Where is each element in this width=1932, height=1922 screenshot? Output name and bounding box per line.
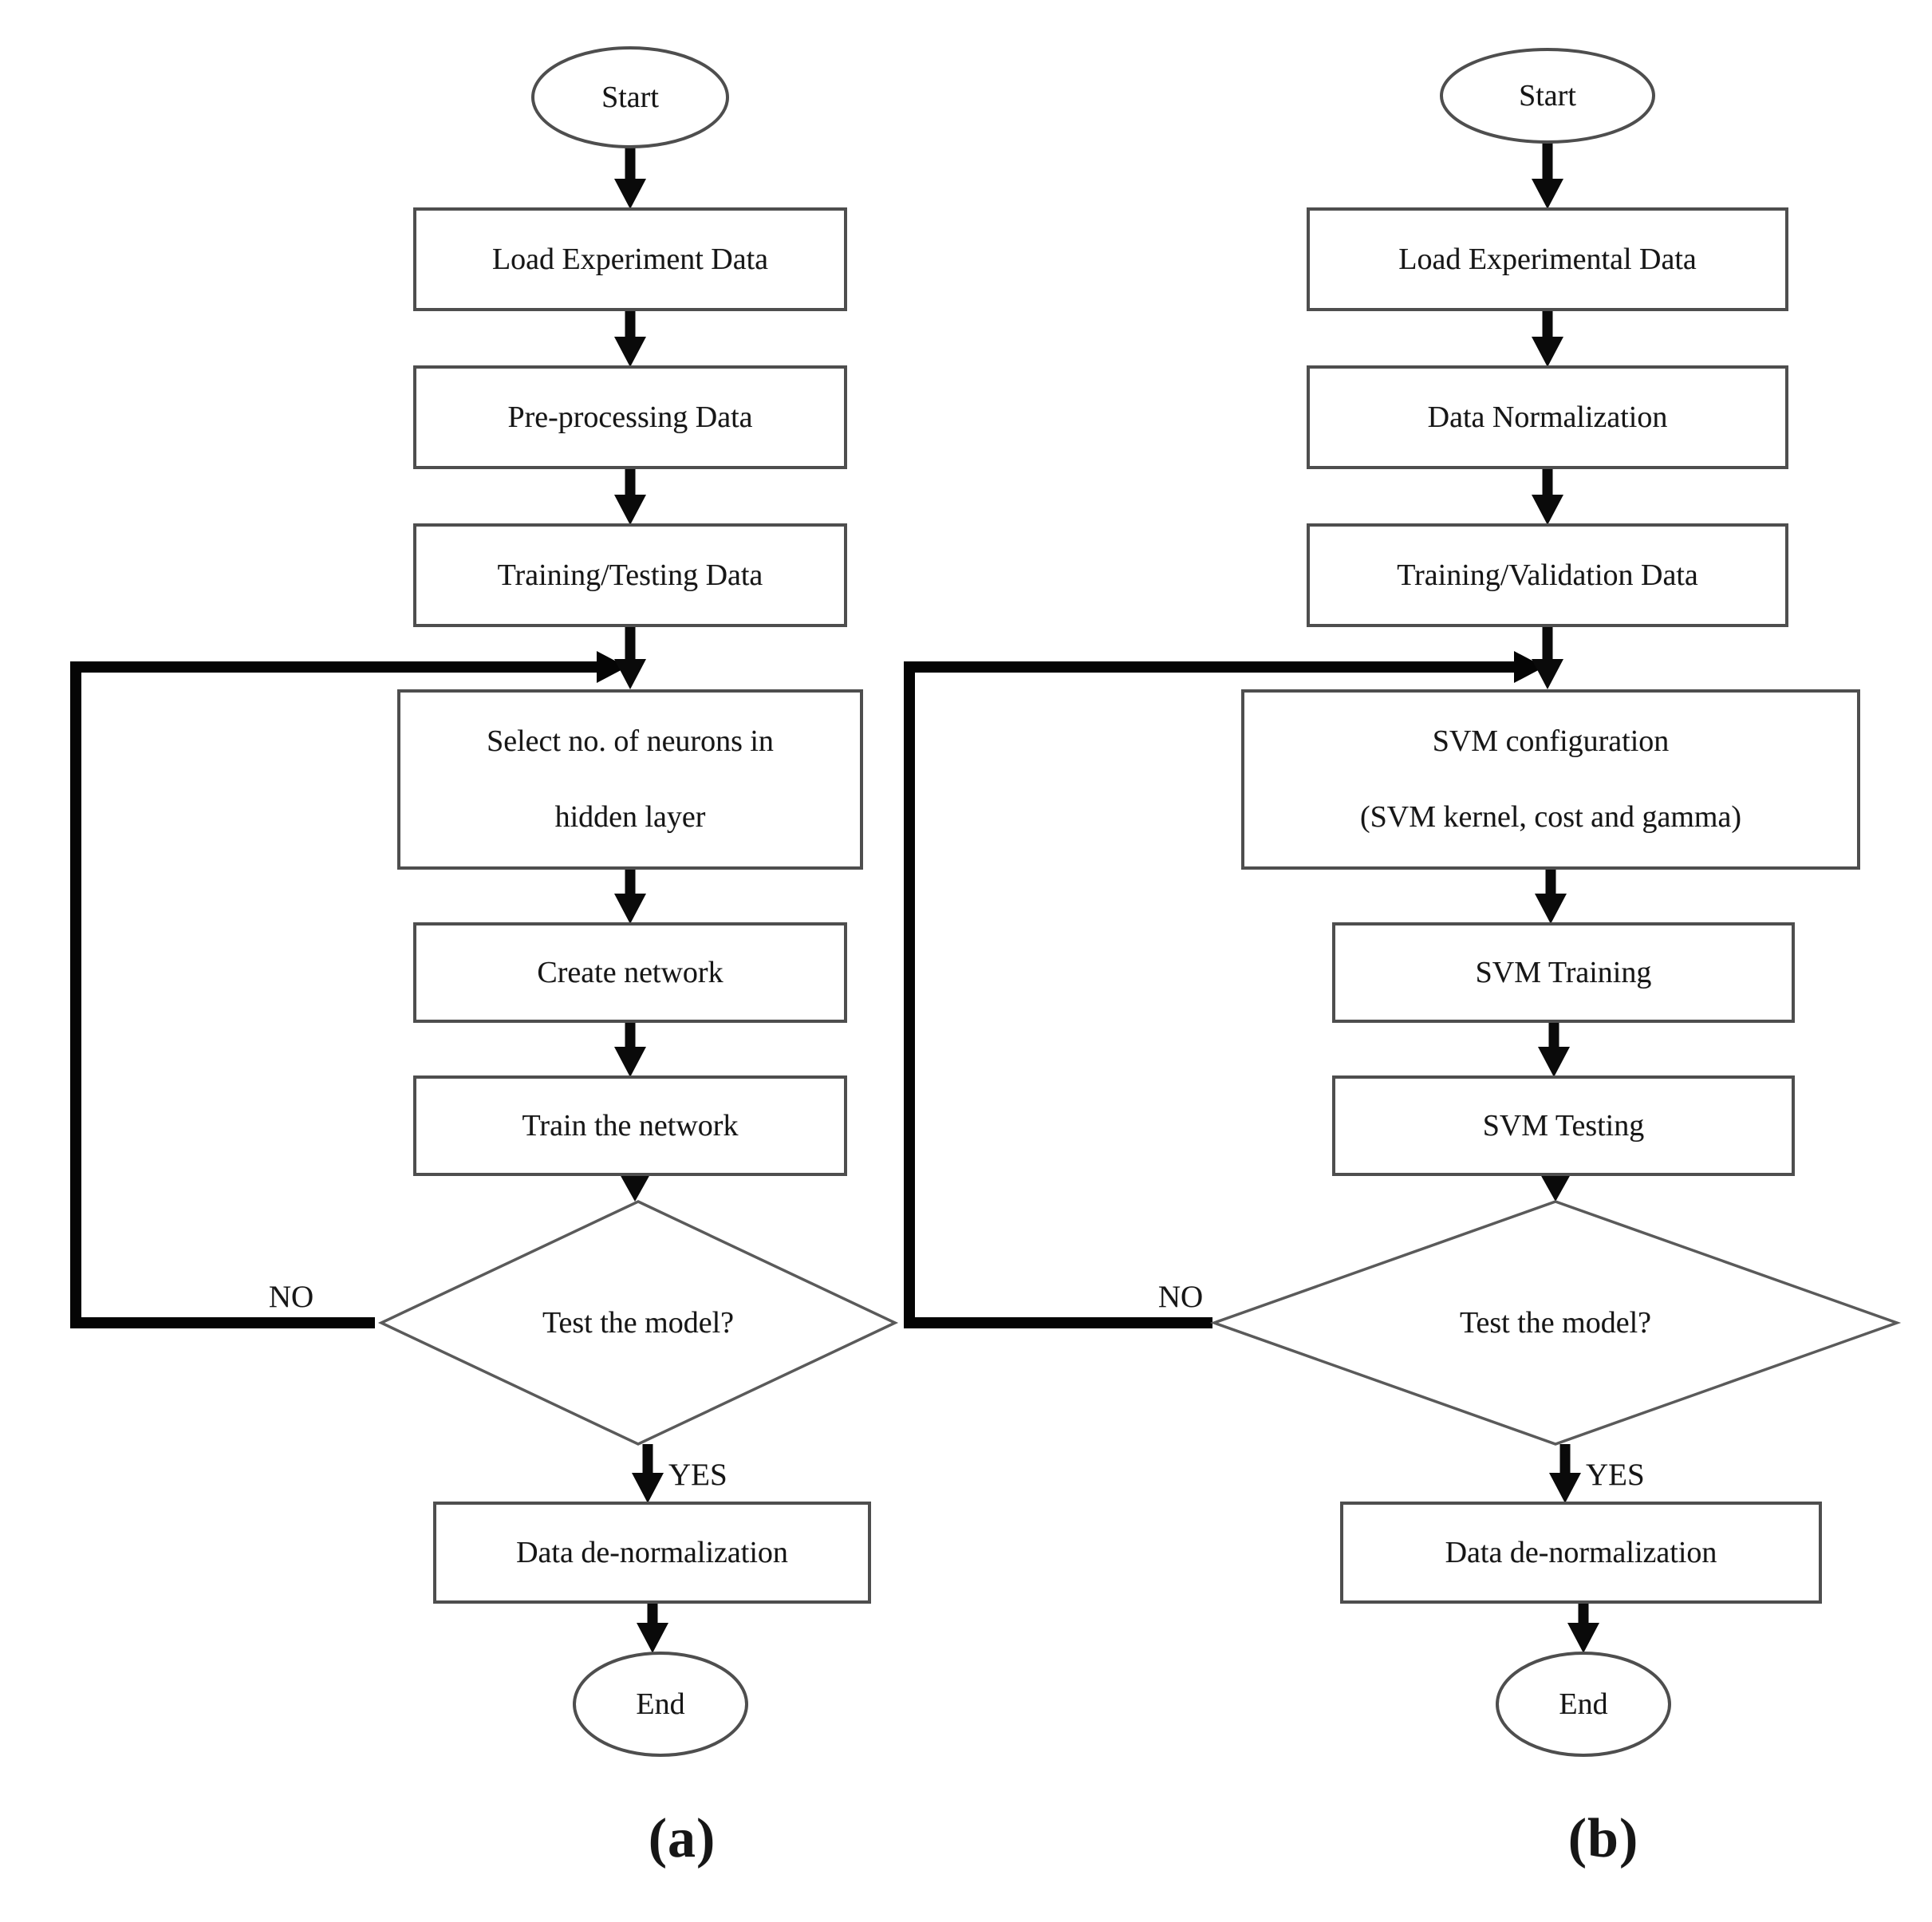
process-box-load-a: [413, 207, 847, 311]
terminator-end-shape-a: [573, 1652, 748, 1757]
arrow-start-to-load-b: [1532, 142, 1563, 209]
arrow-head: [632, 1473, 664, 1503]
arrow-load-to-preprocess-a: [614, 310, 646, 367]
process-box-svm-config-b: [1241, 689, 1860, 870]
arrow-yes-a: [632, 1444, 664, 1503]
arrow-head: [1532, 495, 1563, 525]
process-box-select-neurons-a: [397, 689, 863, 870]
loopback-arrowhead-b: [1514, 651, 1544, 683]
arrow-head: [1532, 337, 1563, 367]
arrow-head: [614, 894, 646, 924]
process-box-svm-training-b: [1332, 922, 1795, 1023]
process-box-split-a: [413, 523, 847, 627]
arrow-head: [1532, 659, 1563, 689]
arrow-select-to-create-a: [614, 868, 646, 924]
process-box-train-network-a: [413, 1075, 847, 1176]
process-box-normalize-b: [1307, 365, 1788, 469]
terminator-start-shape-a: [531, 46, 729, 148]
arrow-head: [1549, 1473, 1581, 1503]
arrow-head: [614, 659, 646, 689]
process-box-svm-testing-b: [1332, 1075, 1795, 1176]
decision-diamond-shape-a: [377, 1200, 899, 1446]
arrow-head: [614, 337, 646, 367]
arrow-head: [620, 1174, 650, 1202]
arrow-start-to-load-a: [614, 147, 646, 209]
arrow-head: [1540, 1174, 1571, 1202]
loopback-path-a: [70, 661, 600, 1328]
process-box-denormalize-b: [1340, 1502, 1822, 1604]
arrow-denorm-to-end-b: [1567, 1602, 1599, 1653]
arrow-preprocess-to-split-a: [614, 468, 646, 525]
decision-diamond-shape-b: [1209, 1200, 1902, 1446]
arrow-head: [614, 179, 646, 209]
arrow-head: [637, 1623, 668, 1653]
arrow-denorm-to-end-a: [637, 1602, 668, 1653]
process-box-split-b: [1307, 523, 1788, 627]
terminator-end-shape-b: [1496, 1652, 1671, 1757]
arrow-head: [614, 1047, 646, 1077]
arrow-load-to-normalize-b: [1532, 310, 1563, 367]
arrow-split-to-config-b: [1532, 626, 1563, 689]
arrow-head: [1532, 179, 1563, 209]
terminator-start-shape-b: [1440, 48, 1655, 144]
loopback-arrowhead-a: [597, 651, 627, 683]
loopback-line-b: [904, 651, 1544, 1328]
arrow-head: [1567, 1623, 1599, 1653]
loopback-path-b: [904, 661, 1517, 1328]
arrow-head: [1538, 1047, 1570, 1077]
arrow-training-to-testing-b: [1538, 1021, 1570, 1077]
process-box-create-network-a: [413, 922, 847, 1023]
arrow-split-to-select-a: [614, 626, 646, 689]
arrow-normalize-to-split-b: [1532, 468, 1563, 525]
process-box-preprocess-a: [413, 365, 847, 469]
process-box-denormalize-a: [433, 1502, 871, 1604]
arrow-create-to-train-a: [614, 1021, 646, 1077]
arrow-head: [1535, 894, 1567, 924]
process-box-load-b: [1307, 207, 1788, 311]
arrow-config-to-training-b: [1535, 868, 1567, 924]
arrow-head: [614, 495, 646, 525]
arrow-yes-b: [1549, 1444, 1581, 1503]
loopback-line-a: [70, 651, 627, 1328]
